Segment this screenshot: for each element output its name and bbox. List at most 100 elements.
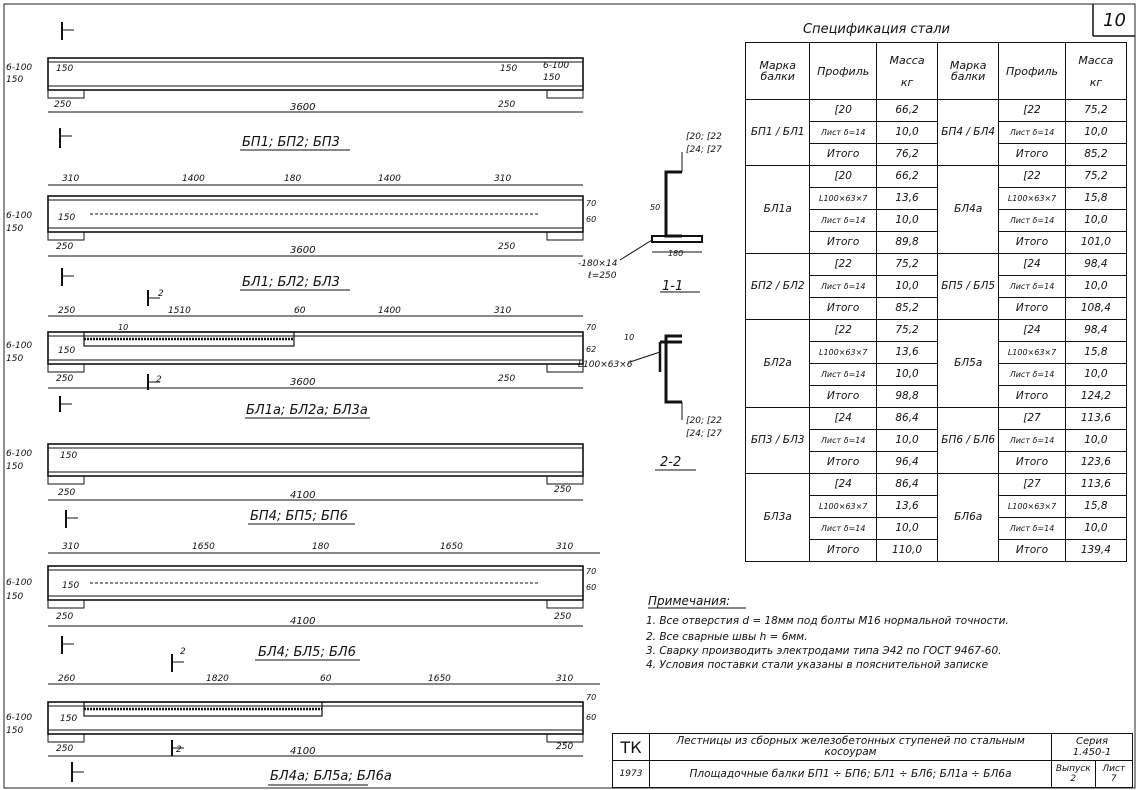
spec-mass: 96,4	[875, 451, 939, 474]
spec-mark-right: БП6 / БЛ6	[937, 407, 1000, 474]
spec-profile: Лист δ=14	[998, 363, 1066, 386]
spec-mark-right: БЛ5а	[937, 319, 1000, 408]
section-2-2	[629, 334, 696, 471]
svg-text:310: 310	[62, 174, 79, 184]
spec-mass: 123,6	[1064, 451, 1128, 474]
spec-profile: L100×63×7	[809, 187, 877, 210]
spec-profile: Лист δ=14	[809, 363, 877, 386]
beam6-caption: БЛ4а; БЛ5а; БЛ6а	[270, 769, 392, 784]
spec-profile: L100×63×7	[998, 495, 1066, 518]
svg-text:250: 250	[56, 612, 73, 622]
svg-text:150: 150	[500, 64, 517, 74]
spec-profile: Итого	[998, 297, 1066, 320]
spec-mass: 66,2	[875, 99, 939, 122]
svg-text:60: 60	[586, 583, 596, 592]
spec-mass: 86,4	[875, 407, 939, 430]
spec-profile: [20	[809, 165, 877, 188]
spec-mass: 10,0	[1064, 363, 1128, 386]
svg-text:150: 150	[543, 73, 560, 83]
spec-mass: 75,2	[875, 253, 939, 276]
beam-bl1a-view	[47, 290, 584, 419]
spec-mass: 98,8	[875, 385, 939, 408]
spec-mass: 10,0	[875, 517, 939, 540]
beam-bp1-view	[47, 22, 584, 151]
svg-text:6-100: 6-100	[6, 341, 32, 351]
title-block: ТК Лестницы из сборных железобетонных ст…	[612, 733, 1134, 788]
svg-text:[20; [22: [20; [22	[686, 416, 722, 426]
svg-text:1650: 1650	[428, 674, 451, 684]
beam4-caption: БП4; БП5; БП6	[250, 509, 348, 524]
note-1: 1. Все отверстия d = 18мм под болты М16 …	[646, 615, 1009, 627]
spec-mass: 10,0	[1064, 121, 1128, 144]
spec-mass: 89,8	[875, 231, 939, 254]
svg-text:1650: 1650	[440, 542, 463, 552]
spec-profile: Итого	[809, 143, 877, 166]
spec-mark-left: БП1 / БЛ1	[744, 99, 811, 166]
svg-text:2: 2	[156, 375, 162, 385]
spec-mass: 76,2	[875, 143, 939, 166]
spec-profile: Итого	[998, 451, 1066, 474]
spec-mark-left: БП3 / БЛ3	[744, 407, 811, 474]
svg-text:70: 70	[586, 693, 596, 702]
svg-text:[24; [27: [24; [27	[686, 145, 722, 155]
spec-mark-left: БЛ3а	[744, 473, 811, 562]
svg-text:250: 250	[58, 488, 75, 498]
spec-mass: 86,4	[875, 473, 939, 496]
spec-profile: Лист δ=14	[809, 275, 877, 298]
spec-mass: 139,4	[1064, 539, 1128, 562]
note-4: 4. Условия поставки стали указаны в пояс…	[646, 659, 988, 671]
svg-text:ℓ=250: ℓ=250	[587, 271, 617, 281]
spec-mass: 66,2	[875, 165, 939, 188]
spec-profile: Итого	[809, 231, 877, 254]
svg-text:[24; [27: [24; [27	[686, 429, 722, 439]
spec-mass: 13,6	[875, 495, 939, 518]
spec-profile: [22	[809, 253, 877, 276]
spec-profile: Лист δ=14	[998, 517, 1066, 540]
svg-text:4100: 4100	[290, 616, 315, 627]
svg-text:250: 250	[58, 306, 75, 316]
svg-text:1510: 1510	[168, 306, 191, 316]
spec-header-profile-2: Профиль	[998, 42, 1066, 100]
spec-header-marka: Марка балки	[744, 42, 811, 100]
notes-title: Примечания:	[648, 594, 730, 608]
svg-text:-180×14: -180×14	[578, 259, 618, 269]
title-block-year: 1973	[612, 760, 650, 788]
svg-text:6-100: 6-100	[6, 211, 32, 221]
spec-title: Спецификация стали	[803, 22, 950, 37]
spec-mark-right: БЛ6а	[937, 473, 1000, 562]
beam1-side-dim: 6-100	[6, 63, 32, 73]
spec-mass: 108,4	[1064, 297, 1128, 320]
svg-text:250: 250	[56, 374, 73, 384]
svg-text:310: 310	[556, 542, 573, 552]
svg-text:250: 250	[54, 100, 71, 110]
spec-header-profile: Профиль	[809, 42, 877, 100]
spec-profile: [22	[998, 165, 1066, 188]
svg-text:1400: 1400	[182, 174, 205, 184]
spec-profile: [24	[998, 253, 1066, 276]
svg-text:150: 150	[62, 581, 79, 591]
spec-mass: 75,2	[875, 319, 939, 342]
svg-text:50: 50	[650, 203, 660, 212]
spec-mark-right: БЛ4а	[937, 165, 1000, 254]
spec-profile: [24	[998, 319, 1066, 342]
svg-text:250: 250	[554, 612, 571, 622]
spec-mass: 10,0	[875, 121, 939, 144]
spec-profile: [24	[809, 473, 877, 496]
svg-text:3600: 3600	[290, 245, 315, 256]
spec-mass: 10,0	[875, 209, 939, 232]
svg-text:250: 250	[556, 742, 573, 752]
svg-text:310: 310	[62, 542, 79, 552]
spec-profile: L100×63×7	[809, 341, 877, 364]
spec-mass: 75,2	[1064, 165, 1128, 188]
spec-mass: 10,0	[1064, 429, 1128, 452]
svg-text:62: 62	[586, 345, 596, 354]
svg-text:60: 60	[586, 215, 596, 224]
svg-text:180: 180	[312, 542, 329, 552]
spec-mass: 113,6	[1064, 407, 1128, 430]
